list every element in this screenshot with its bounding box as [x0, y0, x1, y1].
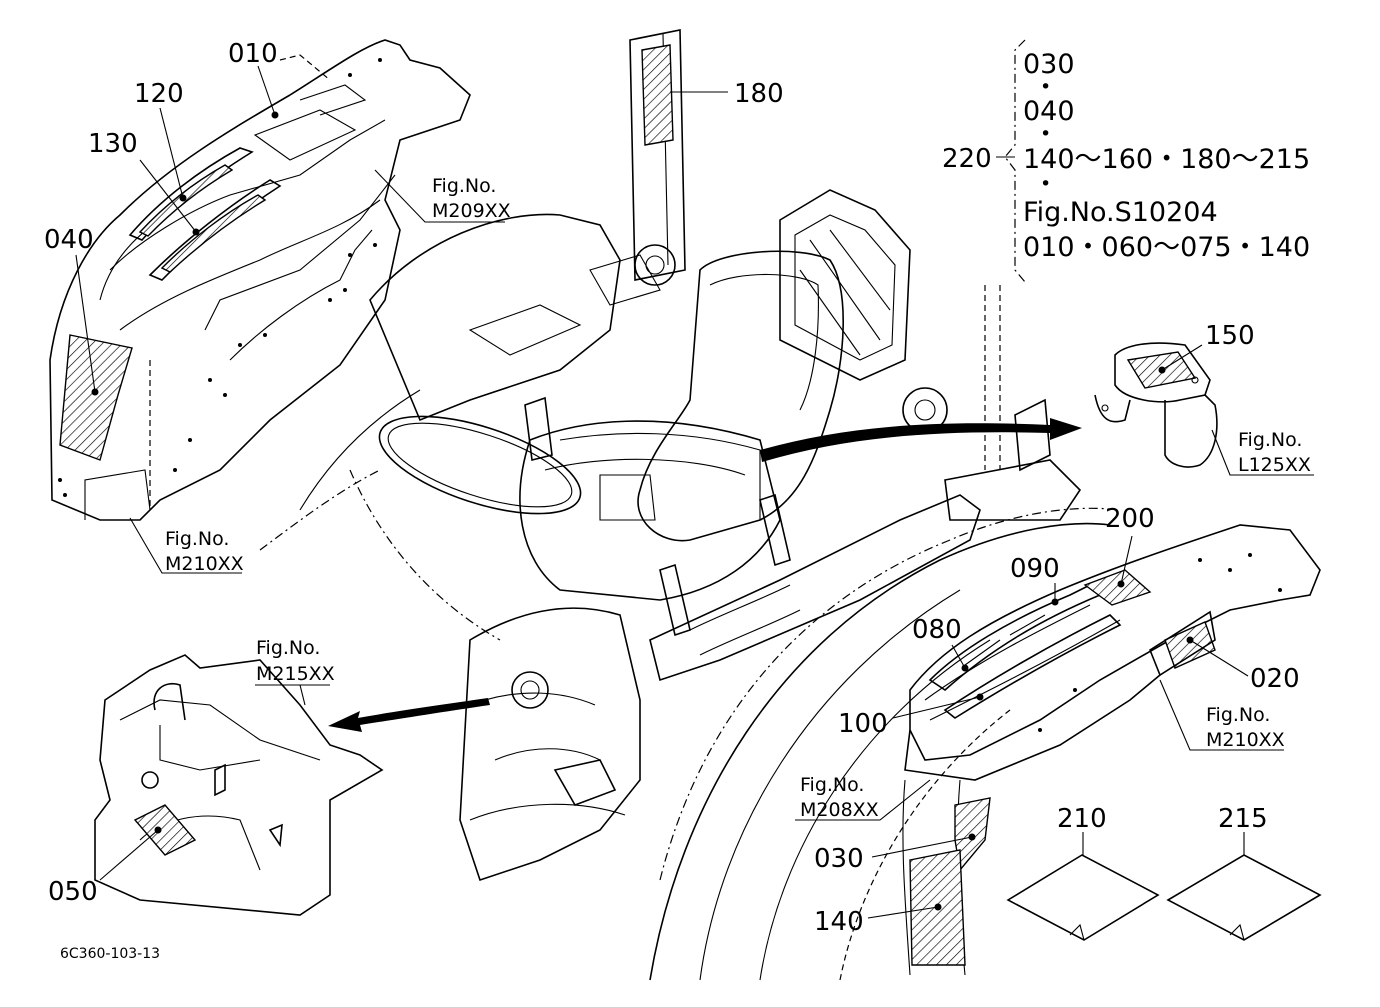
- tractor-body: [259, 29, 1121, 981]
- legend-line-040: 040: [1023, 96, 1075, 127]
- fig-ref-m209-label: Fig.No.: [432, 175, 496, 197]
- fig-ref-m210-right-label: Fig.No.: [1206, 704, 1270, 726]
- callout-180: 180: [734, 79, 784, 109]
- callout-200: 200: [1105, 504, 1155, 534]
- fig-ref-l125-label: Fig.No.: [1238, 429, 1302, 451]
- callout-150: 150: [1205, 321, 1255, 351]
- right-fender-part: [902, 524, 1321, 976]
- fig-ref-m210-left-label: Fig.No.: [165, 528, 229, 550]
- rear-panel-part: [94, 654, 384, 916]
- callout-030: 030: [814, 844, 864, 874]
- callout-215: 215: [1218, 804, 1268, 834]
- callout-080: 080: [912, 615, 962, 645]
- callout-040: 040: [44, 225, 94, 255]
- fig-ref-m208-code: M208XX: [800, 799, 879, 821]
- part-group-legend: 030 • 040 • 140～160・180～215 • Fig.No.S10…: [1023, 49, 1310, 263]
- callout-labels: 010 120 130 040 180 220 150 200 090 080 …: [44, 39, 1300, 937]
- fig-ref-m215-label: Fig.No.: [256, 637, 320, 659]
- callout-130: 130: [88, 129, 138, 159]
- fig-ref-m210-right-code: M210XX: [1206, 729, 1285, 751]
- callout-100: 100: [838, 709, 888, 739]
- callout-140: 140: [814, 907, 864, 937]
- legend-line-030: 030: [1023, 49, 1075, 80]
- callout-090: 090: [1010, 554, 1060, 584]
- legend-line-fig-s10204: Fig.No.S10204: [1023, 197, 1218, 228]
- fig-ref-m208-label: Fig.No.: [800, 774, 864, 796]
- leader-lines: [75, 39, 1314, 919]
- legend-bullet-3: •: [1040, 173, 1051, 195]
- callout-220: 220: [942, 144, 992, 174]
- bracket-part-150: [1094, 342, 1218, 468]
- legend-line-010-140: 010・060～075・140: [1023, 232, 1310, 263]
- legend-line-140-215: 140～160・180～215: [1023, 144, 1310, 175]
- figure-references: Fig.No. M209XX Fig.No. M210XX Fig.No. M2…: [165, 175, 1311, 821]
- arrows: [328, 418, 1082, 732]
- callout-210: 210: [1057, 804, 1107, 834]
- drawing-code: 6C360-103-13: [60, 946, 160, 962]
- fig-ref-m210-left-code: M210XX: [165, 553, 244, 575]
- fig-ref-m215-code: M215XX: [256, 663, 335, 685]
- legend-bullet-1: •: [1040, 76, 1051, 98]
- decal-sheets: [1006, 854, 1322, 941]
- callout-050: 050: [48, 877, 98, 907]
- left-fender-part: [49, 39, 471, 521]
- callout-020: 020: [1250, 664, 1300, 694]
- callout-120: 120: [134, 79, 184, 109]
- legend-bullet-2: •: [1040, 123, 1051, 145]
- callout-010: 010: [228, 39, 278, 69]
- fig-ref-m209-code: M209XX: [432, 200, 511, 222]
- fig-ref-l125-code: L125XX: [1238, 454, 1311, 476]
